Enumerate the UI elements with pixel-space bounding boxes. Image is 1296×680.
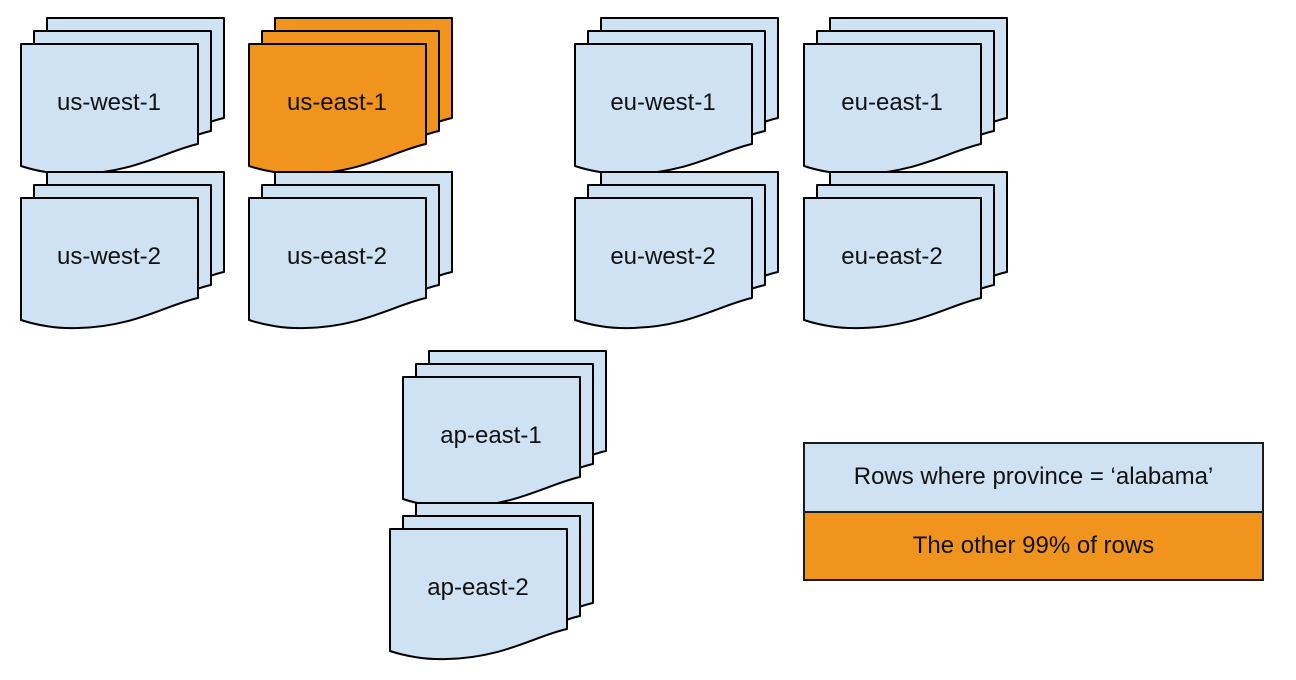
stack-label: us-east-2 — [286, 243, 388, 270]
legend-item-label: Rows where province = ‘alabama’ — [853, 463, 1214, 491]
stack-label: eu-west-2 — [610, 243, 716, 270]
region-stack-eu-west-2: eu-west-2 — [574, 171, 779, 331]
stack-label: ap-east-1 — [440, 422, 542, 449]
region-stack-eu-east-1: eu-east-1 — [803, 17, 1008, 177]
legend-item-alabama-rows: Rows where province = ‘alabama’ — [805, 444, 1262, 511]
legend-item-label: The other 99% of rows — [912, 531, 1155, 559]
stack-label: eu-east-2 — [841, 243, 943, 270]
stack-label: us-west-1 — [56, 89, 162, 116]
region-stack-eu-west-1: eu-west-1 — [574, 17, 779, 177]
region-stack-eu-east-2: eu-east-2 — [803, 171, 1008, 331]
region-stack-us-west-2: us-west-2 — [20, 171, 225, 331]
stack-label: eu-east-1 — [841, 89, 943, 116]
region-stack-us-east-1: us-east-1 — [248, 17, 453, 177]
stack-label: us-west-2 — [56, 243, 162, 270]
legend-item-other-rows: The other 99% of rows — [805, 510, 1262, 579]
stack-label: ap-east-2 — [427, 574, 529, 601]
region-stack-us-east-2: us-east-2 — [248, 171, 453, 331]
stack-label: us-east-1 — [286, 89, 388, 116]
region-stack-us-west-1: us-west-1 — [20, 17, 225, 177]
region-stack-ap-east-1: ap-east-1 — [402, 350, 607, 510]
legend: Rows where province = ‘alabama’ The othe… — [803, 442, 1264, 581]
stack-label: eu-west-1 — [610, 89, 716, 116]
region-stack-ap-east-2: ap-east-2 — [389, 502, 594, 662]
